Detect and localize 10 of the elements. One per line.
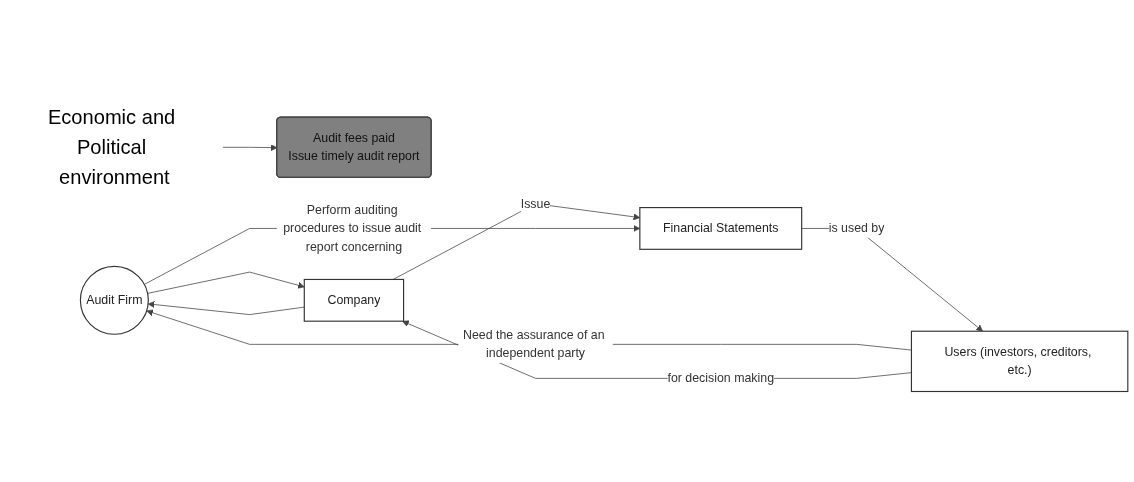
node-box: Company [303, 278, 405, 322]
node-circle: Audit Firm [79, 265, 149, 335]
edge-label: Issue [520, 196, 551, 210]
node-box: Financial Statements [639, 207, 803, 250]
edge-label: Need the assurance of an independent party [463, 328, 605, 360]
edge-label: for decision making [667, 371, 775, 385]
edge-label: is used by [828, 221, 885, 235]
node-text: Economic and Political environment [47, 105, 176, 189]
node-box: Users (investors, creditors, etc.) [910, 330, 1129, 393]
edge-label: Perform auditing procedures to issue audit report concerning [283, 202, 422, 254]
